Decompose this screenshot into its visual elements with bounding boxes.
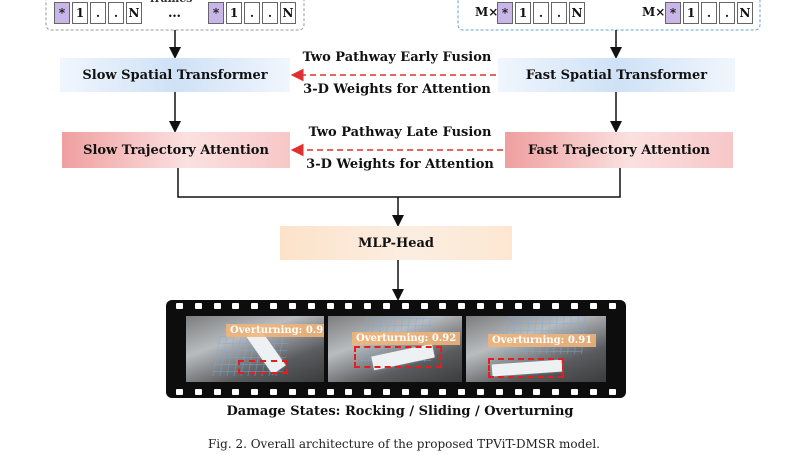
slow-token: . [90,2,106,24]
slow-token-cls: * [54,2,70,24]
fast-token-group-1: * 1 . . N [497,0,587,26]
fast-trajectory-attention: Fast Trajectory Attention [505,132,733,168]
fast-token-cls: * [665,2,681,24]
slow-token-group-1: * 1 . . N [54,0,144,26]
fast-token: N [569,2,585,24]
slow-trajectory-attention: Slow Trajectory Attention [62,132,290,168]
fast-prefix-2: M× [642,5,666,19]
slow-token-cls: * [208,2,224,24]
fast-input-container [457,0,761,31]
detection-box [488,358,564,378]
fast-token: . [533,2,549,24]
prediction-label: Overturning: 0.91 [226,324,324,337]
fast-token: N [737,2,753,24]
merge-line [177,168,621,198]
film-perforations-bottom [176,389,616,395]
output-film-strip: Overturning: 0.91 Overturning: 0.92 Over… [166,300,626,398]
fast-spatial-transformer: Fast Spatial Transformer [498,58,735,92]
slow-ellipsis: … [168,6,181,21]
detection-box [238,360,288,374]
late-fusion-label: Two Pathway Late Fusion [308,125,492,140]
slow-token: 1 [226,2,242,24]
slow-token: N [280,2,296,24]
fast-token: . [701,2,717,24]
figure-caption: Fig. 2. Overall architecture of the prop… [207,437,600,451]
prediction-label: Overturning: 0.92 [352,332,461,345]
slow-token: . [262,2,278,24]
early-weights-label: 3-D Weights for Attention [303,82,491,97]
prediction-label: Overturning: 0.91 [488,334,597,347]
fast-token: . [551,2,567,24]
fast-prefix: M× [475,5,499,19]
damage-states-caption: Damage States: Rocking / Sliding / Overt… [226,404,574,419]
output-frame-3: Overturning: 0.91 [466,316,606,382]
fast-token: . [719,2,735,24]
slow-token-group-2: * 1 . . N [208,0,298,26]
fast-token: 1 [683,2,699,24]
output-frame-2: Overturning: 0.92 [328,316,462,382]
fast-token-group-2: * 1 . . N [665,0,755,26]
slow-token: 1 [72,2,88,24]
slow-frames-label: frames [150,0,193,5]
early-fusion-label: Two Pathway Early Fusion [302,50,492,65]
mlp-head: MLP-Head [280,226,512,260]
slow-token: . [108,2,124,24]
fast-token-cls: * [497,2,513,24]
detection-box [354,346,442,368]
slow-token: . [244,2,260,24]
film-perforations-top [176,303,616,309]
slow-spatial-transformer: Slow Spatial Transformer [60,58,290,92]
fast-token: 1 [515,2,531,24]
slow-input-container [45,0,305,31]
late-weights-label: 3-D Weights for Attention [306,157,494,172]
slow-token: N [126,2,142,24]
output-frame-1: Overturning: 0.91 [186,316,324,382]
